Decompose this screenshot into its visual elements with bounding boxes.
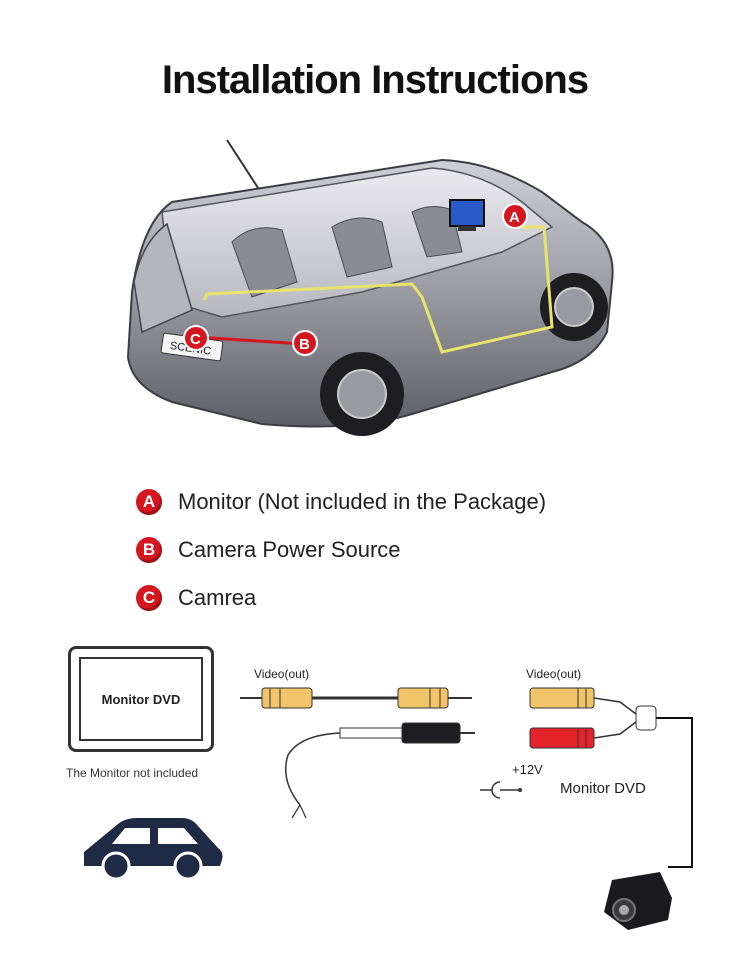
- power-cable-route: [196, 335, 303, 346]
- legend-item-c: C Camrea: [136, 574, 546, 622]
- car-icon: [84, 818, 223, 881]
- legend: A Monitor (Not included in the Package) …: [136, 478, 546, 622]
- legend-text-c: Camrea: [178, 585, 257, 610]
- dc-power-symbol-icon: [480, 781, 522, 799]
- badge-a-icon: A: [136, 489, 162, 515]
- power-voltage-label: +12V: [512, 762, 543, 777]
- monitor-dvd-box: Monitor DVD: [68, 646, 214, 752]
- car-illustration: SCENIC A B C: [126, 139, 614, 436]
- wiring-diagram: [84, 687, 693, 930]
- monitor-dvd-label: Monitor DVD: [79, 657, 203, 741]
- power-plug-red-icon: [529, 727, 595, 749]
- legend-text-b: Camera Power Source: [178, 537, 401, 562]
- rca-plug-yellow-icon: [529, 687, 595, 709]
- monitor-note: The Monitor not included: [66, 766, 199, 780]
- legend-item-b: B Camera Power Source: [136, 526, 546, 574]
- power-connector-icon: [401, 722, 461, 744]
- legend-text-a: Monitor (Not included in the Package): [178, 489, 547, 514]
- dash-monitor-icon: [449, 199, 485, 227]
- monitor-dvd-text: Monitor DVD: [560, 780, 646, 797]
- marker-a-icon: A: [502, 203, 528, 229]
- rear-hatch: [133, 222, 193, 334]
- legend-item-a: A Monitor (Not included in the Package): [136, 478, 546, 526]
- marker-b-icon: B: [292, 330, 318, 356]
- svg-text:A: A: [509, 209, 520, 226]
- video-out-label-left: Video(out): [254, 667, 310, 681]
- badge-b-icon: B: [136, 537, 162, 563]
- badge-c-icon: C: [136, 585, 162, 611]
- camera-harness: [529, 687, 693, 868]
- camera-icon: [604, 872, 672, 930]
- marker-c-icon: C: [183, 325, 209, 351]
- page-title: Installation Instructions: [161, 58, 589, 102]
- car-interior: [231, 206, 463, 298]
- svg-text:C: C: [190, 331, 201, 348]
- video-out-label-right: Video(out): [526, 667, 582, 681]
- antenna: [226, 139, 263, 195]
- video-cable-route: [202, 225, 554, 354]
- power-lead: [285, 722, 475, 819]
- svg-text:B: B: [299, 336, 310, 353]
- rca-cable-left: [240, 687, 472, 709]
